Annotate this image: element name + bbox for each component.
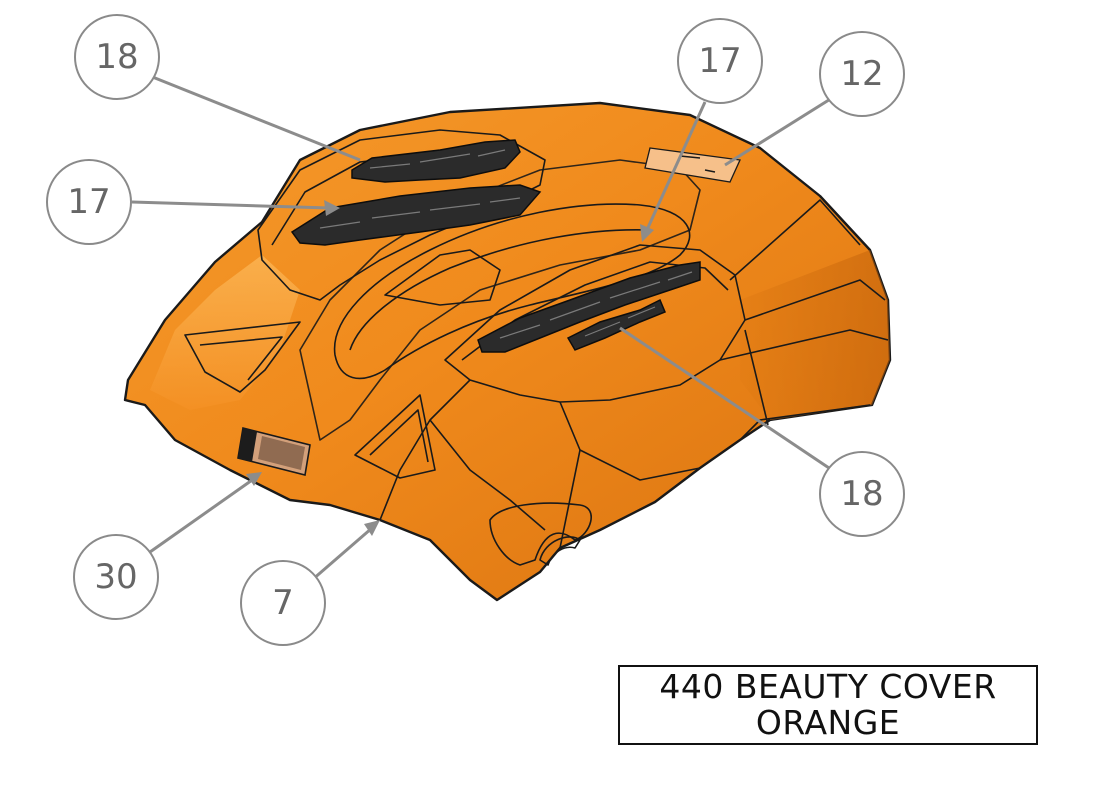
balloon-label: 7 xyxy=(272,583,294,623)
balloon-label: 18 xyxy=(840,474,883,514)
balloon-label: 17 xyxy=(698,41,741,81)
leader-7 xyxy=(311,526,373,582)
title-block: 440 BEAUTY COVER ORANGE xyxy=(618,665,1038,745)
leader-30-arrowhead xyxy=(246,472,262,486)
title-line-1: 440 BEAUTY COVER xyxy=(659,667,997,706)
title-line-2: ORANGE xyxy=(755,703,901,742)
leader-7-arrowhead xyxy=(364,520,380,536)
leader-18-top-left xyxy=(149,74,361,162)
leader-30 xyxy=(149,476,256,554)
beauty-cover-part xyxy=(123,101,892,602)
balloon-label: 30 xyxy=(94,557,137,597)
balloon-label: 12 xyxy=(840,54,883,94)
leader-17-left-arrowhead xyxy=(324,200,340,216)
balloon-7: 7 xyxy=(240,560,326,646)
balloon-17-top-right: 17 xyxy=(677,18,763,104)
balloon-12: 12 xyxy=(819,31,905,117)
balloon-label: 18 xyxy=(95,37,138,77)
leader-lines xyxy=(131,74,833,582)
leader-17-left xyxy=(131,200,331,210)
balloon-18-right: 18 xyxy=(819,451,905,537)
balloon-17-left: 17 xyxy=(46,159,132,245)
leader-17-top-right xyxy=(644,101,707,233)
balloon-30: 30 xyxy=(73,534,159,620)
balloon-18-top-left: 18 xyxy=(74,14,160,100)
leader-12 xyxy=(724,96,833,167)
leader-17-top-right-arrowhead xyxy=(640,224,654,242)
leader-18-right xyxy=(619,326,833,472)
balloon-label: 17 xyxy=(67,182,110,222)
